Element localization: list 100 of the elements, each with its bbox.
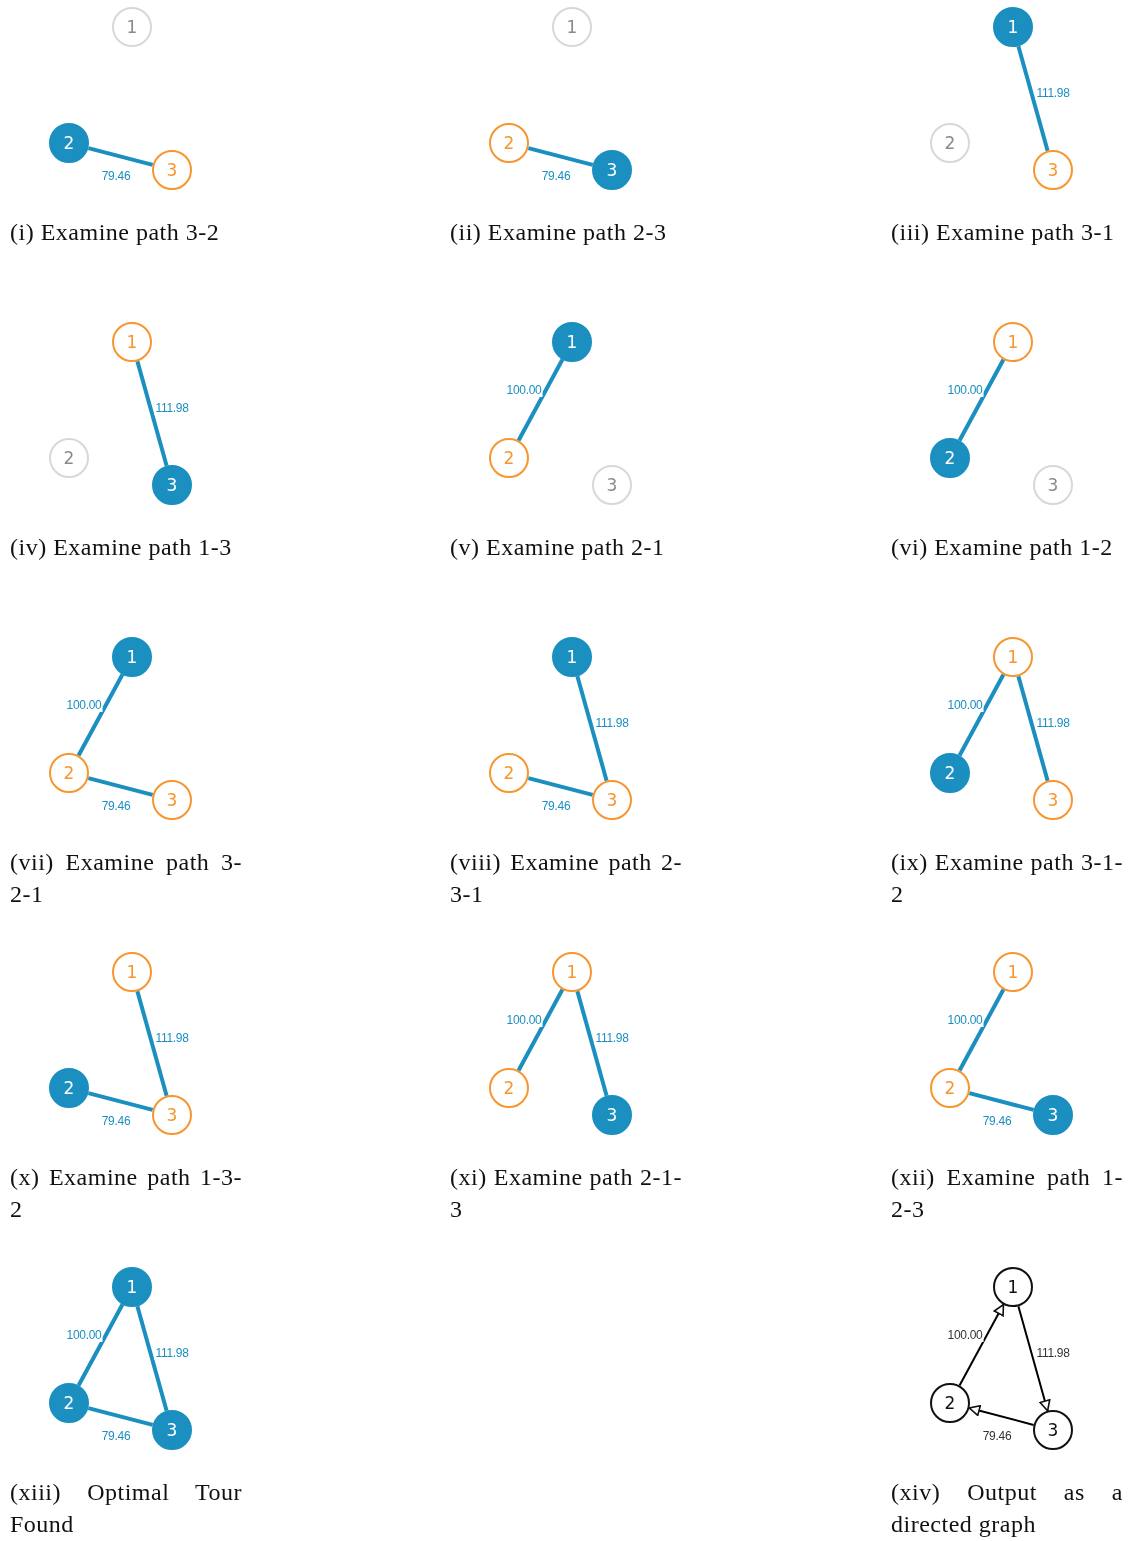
node-circle: 2 [49,438,89,478]
node-circle: 1 [112,322,152,362]
edge-line [516,988,565,1072]
edge-label: 111.98 [594,716,630,730]
node-circle: 2 [930,753,970,793]
node-circle: 1 [993,637,1033,677]
edge-label: 79.46 [981,1429,1013,1443]
edge-label: 111.98 [154,1346,190,1360]
edge-line [87,1091,154,1112]
edge-label: 79.46 [100,799,132,813]
edge-label: 79.46 [981,1114,1013,1128]
edge-line [87,776,154,797]
edge-label: 111.98 [154,1031,190,1045]
caption: (ix) Examine path 3-1-2 [891,848,1123,909]
edge-line [575,675,609,782]
edge-line [76,673,125,757]
arrow [968,1404,1035,1426]
caption: (xi) Examine path 2-1-3 [450,1163,682,1224]
caption: (viii) Examine path 2-3-1 [450,848,682,909]
caption: (ii) Examine path 2-3 [450,218,668,247]
node-circle: 1 [552,7,592,47]
node-circle: 3 [1033,465,1073,505]
edge-line [957,673,1006,757]
edge-line [527,146,594,167]
node-circle: 1 [993,1267,1033,1307]
node-circle: 3 [592,780,632,820]
edge-label: 111.98 [1035,86,1071,100]
caption: (iii) Examine path 3-1 [891,218,1116,247]
edge-label: 79.46 [100,169,132,183]
edge-label: 79.46 [540,169,572,183]
edge-line [1016,45,1050,152]
edge-label: 79.46 [100,1114,132,1128]
edge-line [87,1406,154,1427]
edge-label: 111.98 [154,401,190,415]
edge-line [957,988,1006,1072]
node-circle: 2 [489,753,529,793]
edge-line [527,776,594,797]
node-circle: 3 [152,150,192,190]
node-circle: 2 [489,438,529,478]
node-circle: 2 [49,1383,89,1423]
edge-label: 100.00 [946,1328,984,1342]
edge-line [516,358,565,442]
edge-line [135,990,169,1097]
node-circle: 1 [112,1267,152,1307]
node-circle: 3 [152,1095,192,1135]
edge-label: 79.46 [540,799,572,813]
node-circle: 1 [993,7,1033,47]
edge-line [957,358,1006,442]
edge-line [87,146,154,167]
edge-label: 111.98 [594,1031,630,1045]
node-circle: 3 [1033,1410,1073,1450]
node-circle: 3 [152,465,192,505]
node-circle: 2 [49,1068,89,1108]
node-circle: 1 [993,952,1033,992]
caption: (x) Examine path 1-3-2 [10,1163,242,1224]
caption: (iv) Examine path 1-3 [10,533,233,562]
node-circle: 1 [552,322,592,362]
node-circle: 3 [152,780,192,820]
node-circle: 2 [489,123,529,163]
node-circle: 2 [930,1383,970,1423]
node-circle: 2 [930,123,970,163]
caption: (i) Examine path 3-2 [10,218,221,247]
node-circle: 1 [112,7,152,47]
edge-label: 100.00 [946,698,984,712]
edge-label: 100.00 [946,1013,984,1027]
node-circle: 2 [930,1068,970,1108]
node-circle: 3 [592,1095,632,1135]
caption: (v) Examine path 2-1 [450,533,666,562]
arrow [1017,1305,1051,1412]
edge-line [135,360,169,467]
node-circle: 2 [489,1068,529,1108]
edge-line [1016,675,1050,782]
node-circle: 2 [49,753,89,793]
edge-label: 111.98 [1035,1346,1071,1360]
edge-line [968,1091,1035,1112]
arrow [958,1303,1005,1387]
edge-label: 100.00 [65,1328,103,1342]
caption: (xii) Examine path 1-2-3 [891,1163,1123,1224]
edge-line [135,1305,169,1412]
edge-label: 100.00 [946,383,984,397]
edge-label: 111.98 [1035,716,1071,730]
node-circle: 1 [112,952,152,992]
caption: (xiv) Output as a directed graph [891,1478,1123,1539]
caption: (xiii) Optimal Tour Found [10,1478,242,1539]
node-circle: 1 [112,637,152,677]
edge-label: 79.46 [100,1429,132,1443]
node-circle: 3 [1033,1095,1073,1135]
caption: (vii) Examine path 3-2-1 [10,848,242,909]
node-circle: 3 [592,150,632,190]
node-circle: 3 [1033,780,1073,820]
edge-label: 100.00 [505,383,543,397]
node-circle: 1 [552,637,592,677]
edge-line [575,990,609,1097]
node-circle: 1 [552,952,592,992]
node-circle: 1 [993,322,1033,362]
caption: (vi) Examine path 1-2 [891,533,1114,562]
edge-label: 100.00 [505,1013,543,1027]
edge-label: 100.00 [65,698,103,712]
edge-line [76,1303,125,1387]
node-circle: 2 [930,438,970,478]
